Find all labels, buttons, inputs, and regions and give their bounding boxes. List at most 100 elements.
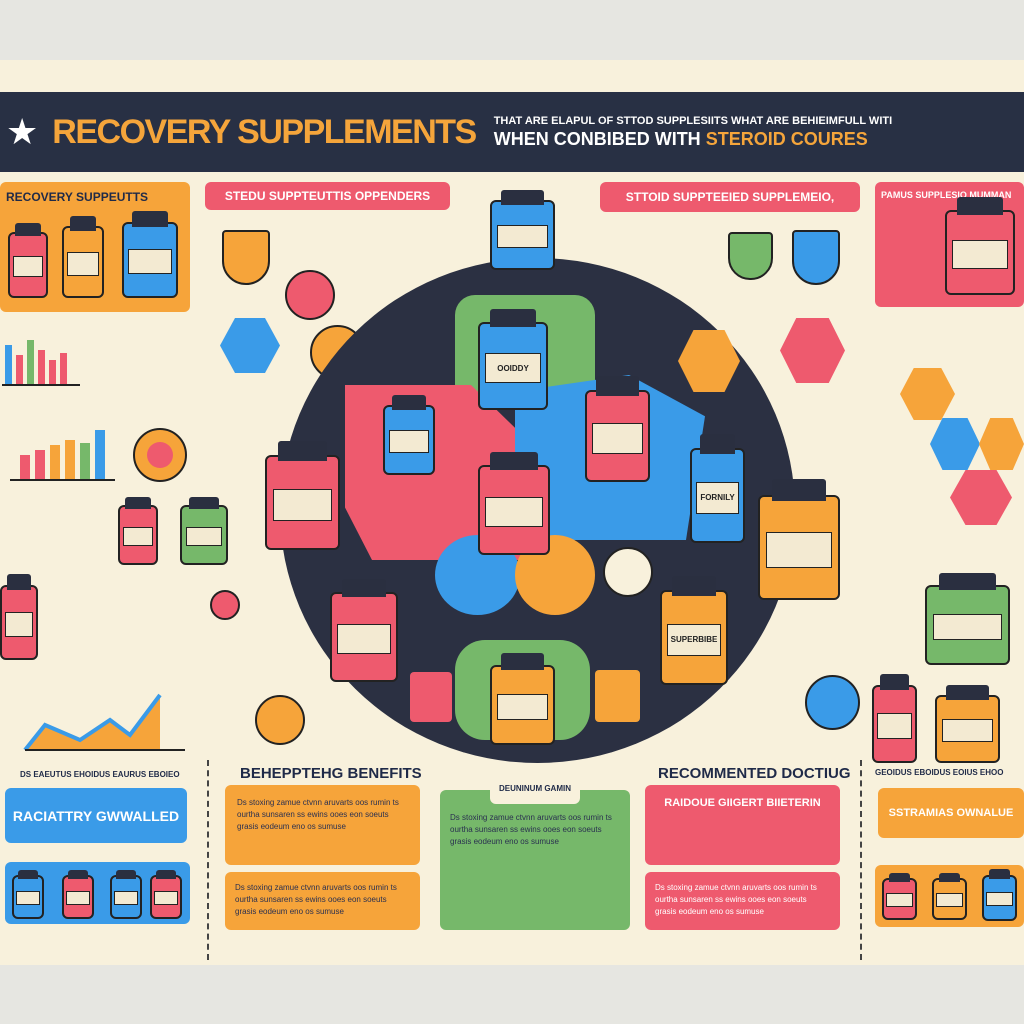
bottle-label — [877, 712, 912, 739]
benefits-box: Ds stoxing zamue ctvnn aruvarts oos rumi… — [225, 785, 420, 865]
supplement-bottle — [122, 211, 178, 298]
bar — [16, 355, 23, 385]
bottle-cap — [7, 574, 31, 590]
divider — [860, 760, 862, 960]
ball-icon — [210, 590, 240, 620]
bottle-label — [933, 613, 1002, 641]
bar — [5, 345, 12, 385]
supplement-bottle — [62, 215, 104, 298]
bottle-label — [496, 225, 549, 249]
badge-icon — [285, 270, 335, 320]
bottle-label — [941, 719, 994, 742]
orange-box-icon — [595, 670, 640, 722]
supplement-bottle — [982, 869, 1017, 921]
bottle-cap — [116, 869, 136, 879]
bottle-label — [114, 891, 138, 905]
supplement-bottle — [8, 222, 48, 298]
bottle-label — [128, 249, 172, 275]
header-subtitle: THAT ARE ELAPUL OF STTOD SUPPLESIITS WHA… — [493, 115, 893, 149]
supplement-bottle — [265, 440, 340, 550]
bottle-cap — [501, 190, 544, 205]
bar — [49, 360, 56, 385]
bottle-cap — [671, 575, 717, 596]
left-bar-charts — [2, 340, 187, 482]
bottle-label — [886, 893, 913, 907]
bottle-label — [591, 422, 644, 454]
bottle-cap — [888, 873, 911, 882]
supplement-bottle — [872, 673, 917, 763]
bar — [35, 450, 45, 480]
supplement-bottle: OOIDDY — [478, 308, 548, 410]
right-caption: GEOIDUS EBOIDUS EOIUS EHOO — [875, 768, 1004, 777]
bottle-cap — [946, 685, 989, 700]
page-title: RECOVERY SUPPLEMENTS — [52, 112, 477, 151]
bottle-cap — [341, 578, 387, 598]
bottle-label — [766, 532, 832, 568]
supplement-bottle — [12, 869, 44, 919]
dosing-box: RAIDOUE GIIGERT BIIETERIN — [645, 785, 840, 865]
shield-icon — [792, 230, 840, 285]
bar — [95, 430, 105, 480]
center-left-tab: STEDU SUPPTEUTTIS OPPENDERS — [205, 182, 450, 210]
bottle-cap — [131, 211, 169, 227]
supplement-bottle — [758, 478, 840, 600]
bar — [65, 440, 75, 480]
bar — [27, 340, 34, 385]
green-box-text: Ds stoxing zamue ctvnn aruvarts oos rumi… — [450, 813, 612, 846]
bottle-label — [485, 497, 543, 528]
bottle-cap — [938, 873, 961, 882]
bottle-cap — [489, 308, 537, 328]
bar — [60, 353, 67, 385]
supplement-bottle — [118, 496, 158, 565]
bottle-cap — [939, 573, 996, 591]
bottle-label — [986, 891, 1013, 907]
red-box-icon — [410, 672, 452, 722]
supplement-bottle: FORNILY — [690, 433, 745, 543]
left-blue-box: RACIATTRY GWWALLED — [5, 788, 187, 843]
bottle-label — [4, 611, 34, 637]
supplement-bottle — [935, 685, 1000, 763]
supplement-bottle — [180, 496, 228, 565]
bottle-label — [67, 251, 99, 276]
bottle-cap — [68, 869, 88, 879]
bottle-cap — [699, 433, 736, 454]
supplement-bottle — [925, 573, 1010, 665]
bottle-cap — [188, 496, 220, 510]
bar — [50, 445, 60, 480]
left-line-chart — [23, 693, 185, 752]
bottle-cap — [156, 869, 176, 879]
benefits-box-2: Ds stoxing zamue ctvnn aruvarts oos rumi… — [225, 872, 420, 930]
supplement-bottle — [882, 873, 917, 920]
bottle-cap — [392, 395, 426, 410]
dosing-box-2: Ds stoxing zamue ctvnn aruvarts oos rumi… — [645, 872, 840, 930]
bottle-cap — [956, 197, 1004, 216]
supplement-bottle — [383, 395, 435, 475]
hexagon-icon — [900, 368, 955, 420]
supplement-bottle — [585, 376, 650, 482]
divider — [207, 760, 209, 960]
supplement-bottle — [110, 869, 142, 919]
bottle-cap — [490, 451, 538, 471]
bottle-label: OOIDDY — [485, 353, 541, 383]
bottle-cap — [771, 478, 827, 502]
bottle-label — [12, 255, 44, 278]
bottle-cap — [988, 869, 1011, 879]
bottle-cap — [880, 673, 909, 690]
supplement-bottle — [150, 869, 182, 919]
green-box-tab: DEUNINUM GAMIN — [490, 772, 580, 804]
bottle-label — [936, 893, 963, 907]
bottle-label — [388, 430, 430, 454]
bottle-cap — [125, 496, 151, 510]
bottle-label — [16, 891, 40, 905]
bottle-label — [496, 693, 549, 721]
bottle-cap — [18, 869, 38, 879]
header-banner: ★ RECOVERY SUPPLEMENTS THAT ARE ELAPUL O… — [0, 92, 1024, 172]
bottle-label — [122, 526, 154, 547]
shield-icon — [222, 230, 270, 285]
supplement-bottle — [330, 578, 398, 682]
supplement-bottle — [62, 869, 94, 919]
supplement-bottle — [490, 653, 555, 745]
add-icon — [805, 675, 860, 730]
bar — [38, 350, 45, 385]
bottle-label — [272, 488, 333, 521]
